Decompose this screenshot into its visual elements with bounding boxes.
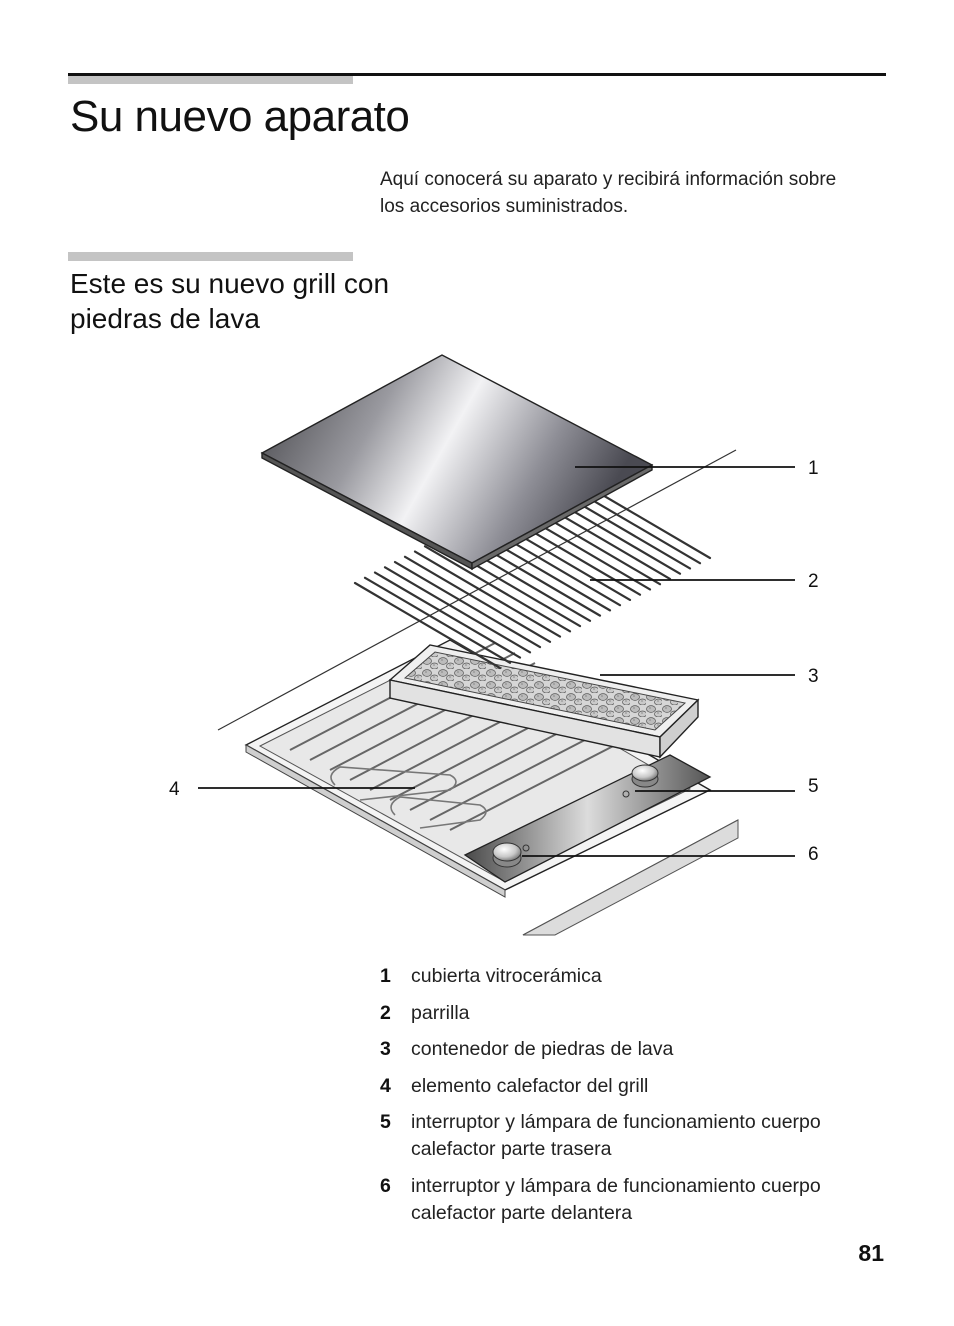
legend-number: 3	[380, 1038, 391, 1060]
knob-rear	[631, 764, 659, 788]
grate-bar	[403, 555, 552, 643]
legend-text: interruptor y lámpara de funcionamiento …	[411, 1111, 821, 1160]
lamp-rear	[622, 790, 630, 798]
legend-item: 3 contenedor de piedras de lava	[380, 1036, 880, 1063]
legend-text: elemento calefactor del grill	[411, 1074, 649, 1097]
grill-exploded-diagram: 1 2 3 4 5 6	[150, 345, 850, 940]
legend-item: 4 elemento calefactor del grill	[380, 1073, 880, 1100]
section-rule-grey	[68, 252, 353, 261]
grill-grate	[353, 471, 712, 670]
page-title: Su nuevo aparato	[70, 92, 410, 141]
legend-text: parrilla	[411, 1001, 470, 1024]
grate-bar	[353, 581, 502, 670]
legend-item: 2 parrilla	[380, 1000, 880, 1027]
callout-2: 2	[808, 571, 819, 592]
legend-number: 6	[380, 1174, 391, 1197]
grate-bar	[363, 576, 512, 664]
glass-ceramic-cover	[260, 354, 654, 571]
legend-text: contenedor de piedras de lava	[411, 1038, 674, 1060]
intro-text: Aquí conocerá su aparato y recibirá info…	[380, 169, 837, 217]
legend-item: 6 interruptor y lámpara de funcionamiento…	[380, 1173, 880, 1227]
grate-bar	[383, 566, 532, 654]
legend-text: cubierta vitrocerámica	[411, 965, 602, 987]
legend-text: interruptor y lámpara de funcionamiento …	[411, 1174, 821, 1224]
legend-list: 1 cubierta vitrocerámica 2 parrilla 3 conte…	[380, 963, 880, 1236]
callout-4: 4	[169, 779, 180, 800]
grate-bar	[413, 550, 562, 638]
legend-number: 1	[380, 965, 391, 987]
header-rule-black	[68, 73, 886, 76]
callout-6: 6	[808, 844, 819, 865]
grate-bar	[423, 545, 572, 633]
grate-bar	[393, 560, 542, 649]
legend-number: 5	[380, 1111, 391, 1133]
grate-bar	[373, 571, 522, 659]
callout-1: 1	[808, 458, 819, 479]
countertop-front	[522, 819, 739, 936]
lava-stone-container	[388, 644, 700, 759]
legend-item: 1 cubierta vitrocerámica	[380, 963, 880, 990]
page-number: 81	[858, 1240, 884, 1266]
section-heading: Este es su nuevo grill con piedras de la…	[70, 268, 390, 334]
callout-lines	[198, 466, 795, 857]
knob-front	[492, 842, 522, 868]
legend-number: 2	[380, 1001, 391, 1024]
legend-number: 4	[380, 1074, 391, 1097]
legend-item: 5 interruptor y lámpara de funcionamiento…	[380, 1109, 880, 1163]
lamp-front	[522, 844, 530, 852]
callout-3: 3	[808, 666, 819, 687]
callout-5: 5	[808, 776, 819, 797]
header-rule-grey	[68, 75, 353, 84]
